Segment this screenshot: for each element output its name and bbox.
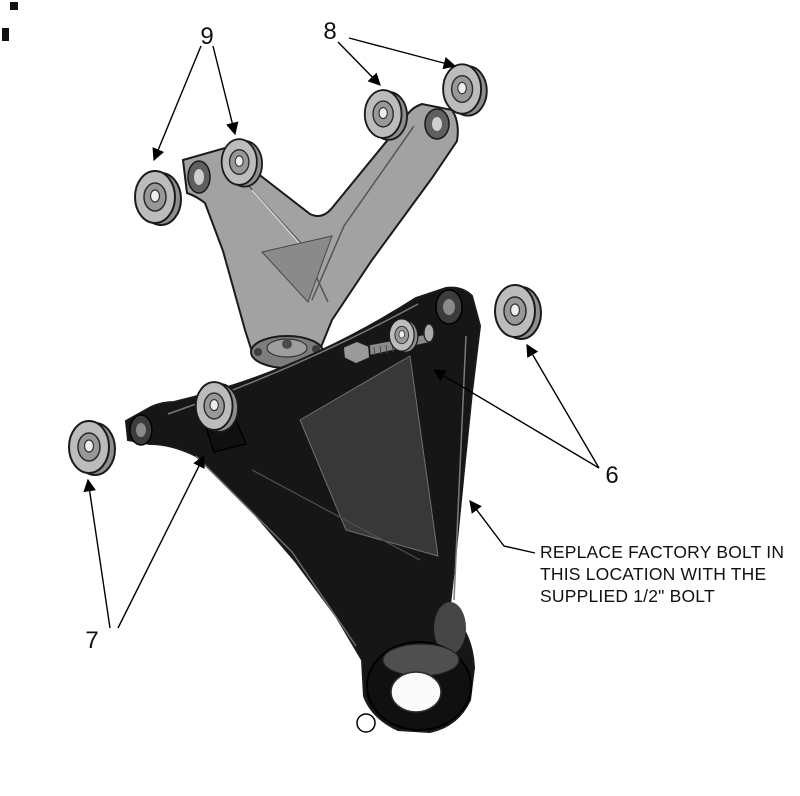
leader-line-7a [83, 478, 111, 629]
leader-line-9b [212, 45, 239, 136]
lower-arm-right-sleeve-bore [443, 299, 455, 315]
upper-arm-left-sleeve-bore [194, 169, 204, 185]
supplied-bolt [342, 318, 435, 365]
grease-fitting-hole [356, 713, 376, 733]
callout-label-8: 8 [323, 18, 336, 45]
upper-control-arm [181, 102, 459, 369]
leader-line-note [469, 499, 536, 554]
note-line-3: SUPPLIED 1/2" BOLT [540, 586, 715, 606]
bushing [442, 63, 488, 117]
leader-line-7b [117, 454, 205, 629]
bushing [134, 170, 182, 226]
callout-label-6: 6 [605, 462, 618, 489]
lower-arm-left-sleeve-bore [136, 423, 146, 437]
callout-label-9: 9 [200, 23, 213, 50]
upper-arm-rib [311, 125, 415, 301]
bolt-washer [423, 323, 435, 343]
scan-artifact [2, 28, 9, 41]
note-text: REPLACE FACTORY BOLT IN THIS LOCATION WI… [540, 542, 784, 606]
leader-line-9a [152, 45, 202, 162]
lower-arm-rib [251, 469, 421, 561]
leader-line-6a [526, 343, 600, 469]
bolt-threads [373, 343, 394, 356]
lower-arm-highlight [453, 335, 467, 601]
upper-arm-web [261, 235, 333, 303]
note-line-1: REPLACE FACTORY BOLT IN [540, 542, 784, 562]
callout-label-7: 7 [85, 627, 98, 654]
lower-arm-web [299, 355, 439, 557]
lower-arm-highlight [195, 455, 357, 647]
leader-line-8a [337, 41, 381, 86]
lower-arm-gusset [434, 602, 466, 654]
bushing [194, 381, 240, 433]
bushing [68, 420, 116, 476]
bushing [363, 89, 408, 141]
bushing [494, 284, 542, 340]
upper-arm-right-sleeve-bore [432, 117, 442, 131]
leader-line-8b [348, 37, 457, 70]
leader-line-6b [432, 369, 600, 469]
note-line-2: THIS LOCATION WITH THE [540, 564, 766, 584]
bolt-spacer-bushing [388, 318, 419, 353]
lower-ball-joint [356, 641, 472, 733]
scan-artifact [10, 2, 18, 10]
bolt-hex-head [342, 340, 371, 365]
bushing [220, 138, 263, 188]
